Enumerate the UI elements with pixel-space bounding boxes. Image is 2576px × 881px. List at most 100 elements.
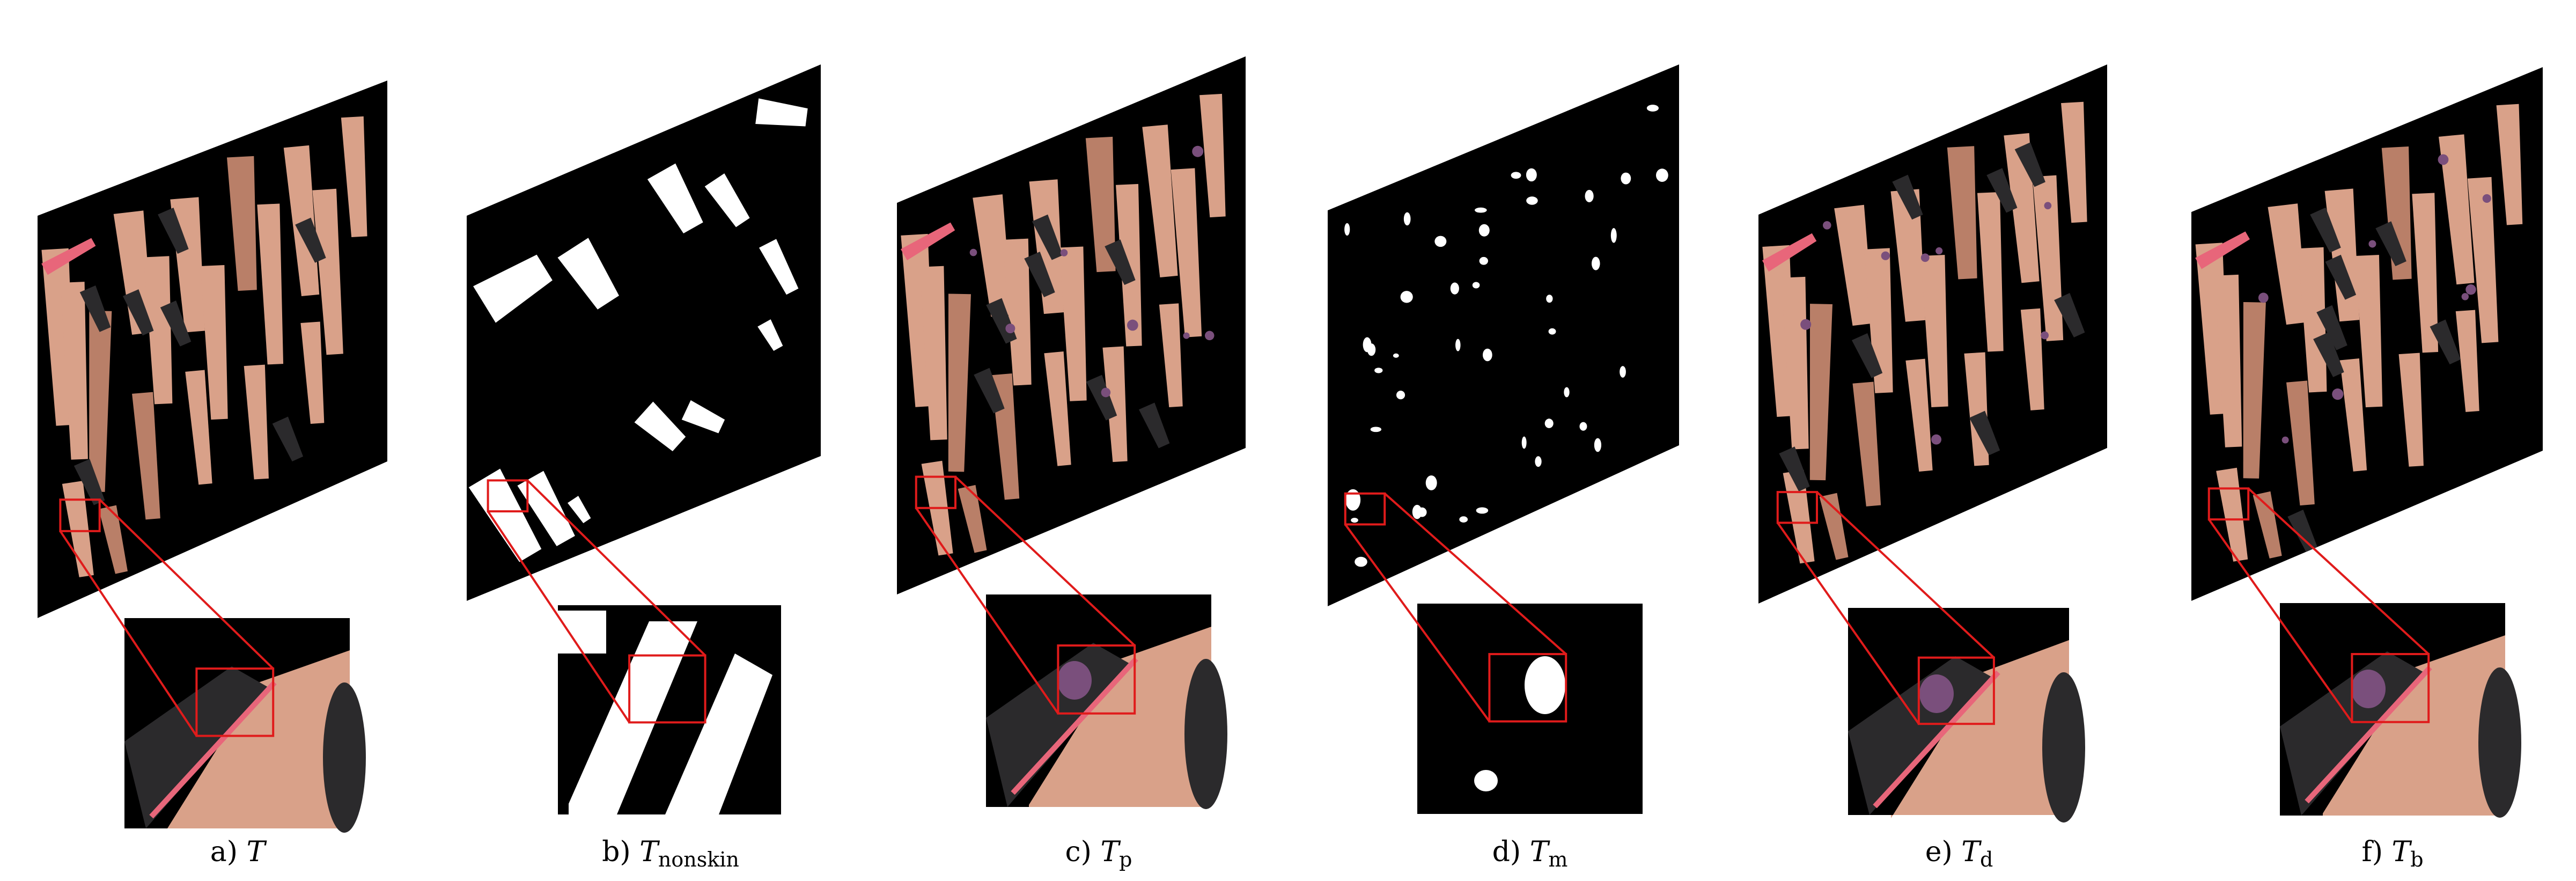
pink-stripe <box>149 680 277 819</box>
mole-spot <box>1478 224 1490 237</box>
mole-spot <box>1479 256 1488 265</box>
clothing-region <box>2430 319 2461 365</box>
clothing-region <box>2325 254 2357 300</box>
nonskin-region <box>647 163 703 234</box>
lesion-spot <box>2332 388 2344 400</box>
mole-spot <box>1535 456 1542 467</box>
mole-spot <box>1400 291 1413 303</box>
mole-spot <box>1544 419 1554 428</box>
panel-f-zoom-box <box>2351 653 2430 723</box>
clothing-region <box>2014 142 2045 187</box>
skin-region <box>300 321 325 424</box>
mole-spot <box>1363 337 1372 353</box>
panel-b-source-box <box>487 479 529 513</box>
skin-region <box>2439 134 2475 285</box>
lesion-spot <box>2438 154 2449 165</box>
skin-region <box>167 650 350 828</box>
skin-region <box>1819 493 1849 560</box>
panel-c-source-box <box>915 475 956 509</box>
nonskin-region <box>665 654 772 814</box>
nonskin-region <box>557 238 619 310</box>
pink-stripe <box>41 238 96 275</box>
skin-region <box>2455 310 2479 412</box>
mole-spot <box>1511 172 1521 179</box>
nonskin-region <box>558 611 606 654</box>
clothing-region <box>2310 207 2341 253</box>
clothing-region <box>986 643 1131 807</box>
lesion-spot <box>1881 251 1890 260</box>
skin-region <box>1142 124 1178 277</box>
lesion-spot <box>1205 331 1215 341</box>
skin-region <box>1171 168 1202 337</box>
panel-a-zoom-box <box>195 667 275 737</box>
mole-spot <box>1425 475 1437 490</box>
panel-a-texture-map <box>38 80 387 618</box>
skin-region <box>1852 381 1881 506</box>
clothing-region <box>2375 221 2406 267</box>
clothing-region <box>323 682 366 833</box>
skin-region <box>2253 491 2282 559</box>
skin-region <box>1977 192 2004 352</box>
clothing-region <box>2042 672 2085 823</box>
skin-region <box>1085 136 1116 273</box>
caption-d: d) Tm <box>1492 836 1568 871</box>
panel-f-connector <box>2208 518 2353 723</box>
nonskin-region <box>634 401 686 451</box>
skin-region <box>2286 380 2315 506</box>
skin-region <box>341 116 367 238</box>
lesion-spot <box>2351 670 2386 708</box>
panel-f-connector <box>2247 487 2430 655</box>
lesion-spot <box>1057 661 1092 700</box>
mole-spot <box>1417 507 1427 517</box>
lesion-spot <box>2465 284 2476 295</box>
panel-d-zoom-box <box>1488 653 1567 723</box>
panel-d-connector <box>1383 493 1567 655</box>
clothing-region <box>2054 293 2085 337</box>
lesion-spot <box>2482 194 2491 203</box>
skin-region <box>1920 254 1948 407</box>
mole-spot <box>1393 353 1399 358</box>
lesion-spot <box>1127 319 1138 331</box>
skin-region <box>60 282 88 460</box>
skin-region <box>2323 635 2505 816</box>
skin-region <box>2216 467 2248 562</box>
skin-region <box>2268 203 2307 325</box>
lesion-spot <box>2461 293 2469 300</box>
nonskin-region <box>759 239 799 295</box>
mole-spot <box>1396 391 1405 400</box>
lesion-spot <box>2258 292 2269 303</box>
pink-stripe <box>1873 670 2000 809</box>
clothing-region <box>1851 333 1883 378</box>
panel-d-connector <box>1344 524 1491 722</box>
nonskin-region <box>517 471 575 546</box>
mole-spot <box>1610 228 1617 243</box>
mole-spot <box>1585 189 1594 203</box>
mole-spot <box>1355 556 1367 567</box>
skin-region <box>2298 247 2327 393</box>
mole-spot <box>1579 422 1587 431</box>
mole-spot <box>1594 438 1602 452</box>
skin-region <box>1890 189 1926 322</box>
mole-spot <box>1455 339 1461 351</box>
skin-region <box>143 256 173 405</box>
clothing-region <box>1892 174 1923 220</box>
mole-spot <box>1434 236 1447 247</box>
lesion-spot <box>1920 253 1930 262</box>
skin-region <box>958 484 987 553</box>
panel-c-connector <box>915 507 1059 714</box>
panel-e-zoom-inset <box>1848 608 2085 823</box>
lesion-spot <box>1919 674 1954 713</box>
clothing-region <box>2287 509 2319 555</box>
mole-spot <box>1526 196 1538 205</box>
lesion-spot <box>1935 247 1943 255</box>
panel-f-texture-map <box>2191 67 2543 601</box>
pink-stripe <box>2305 665 2432 804</box>
skin-region <box>2020 308 2044 410</box>
clothing-region <box>73 459 105 505</box>
mole-spot <box>1374 368 1383 373</box>
nonskin-region <box>473 254 553 323</box>
skin-region <box>2496 104 2523 225</box>
clothing-region <box>1986 168 2018 213</box>
mole-spot <box>1483 348 1492 362</box>
clothing-region <box>2313 332 2344 377</box>
